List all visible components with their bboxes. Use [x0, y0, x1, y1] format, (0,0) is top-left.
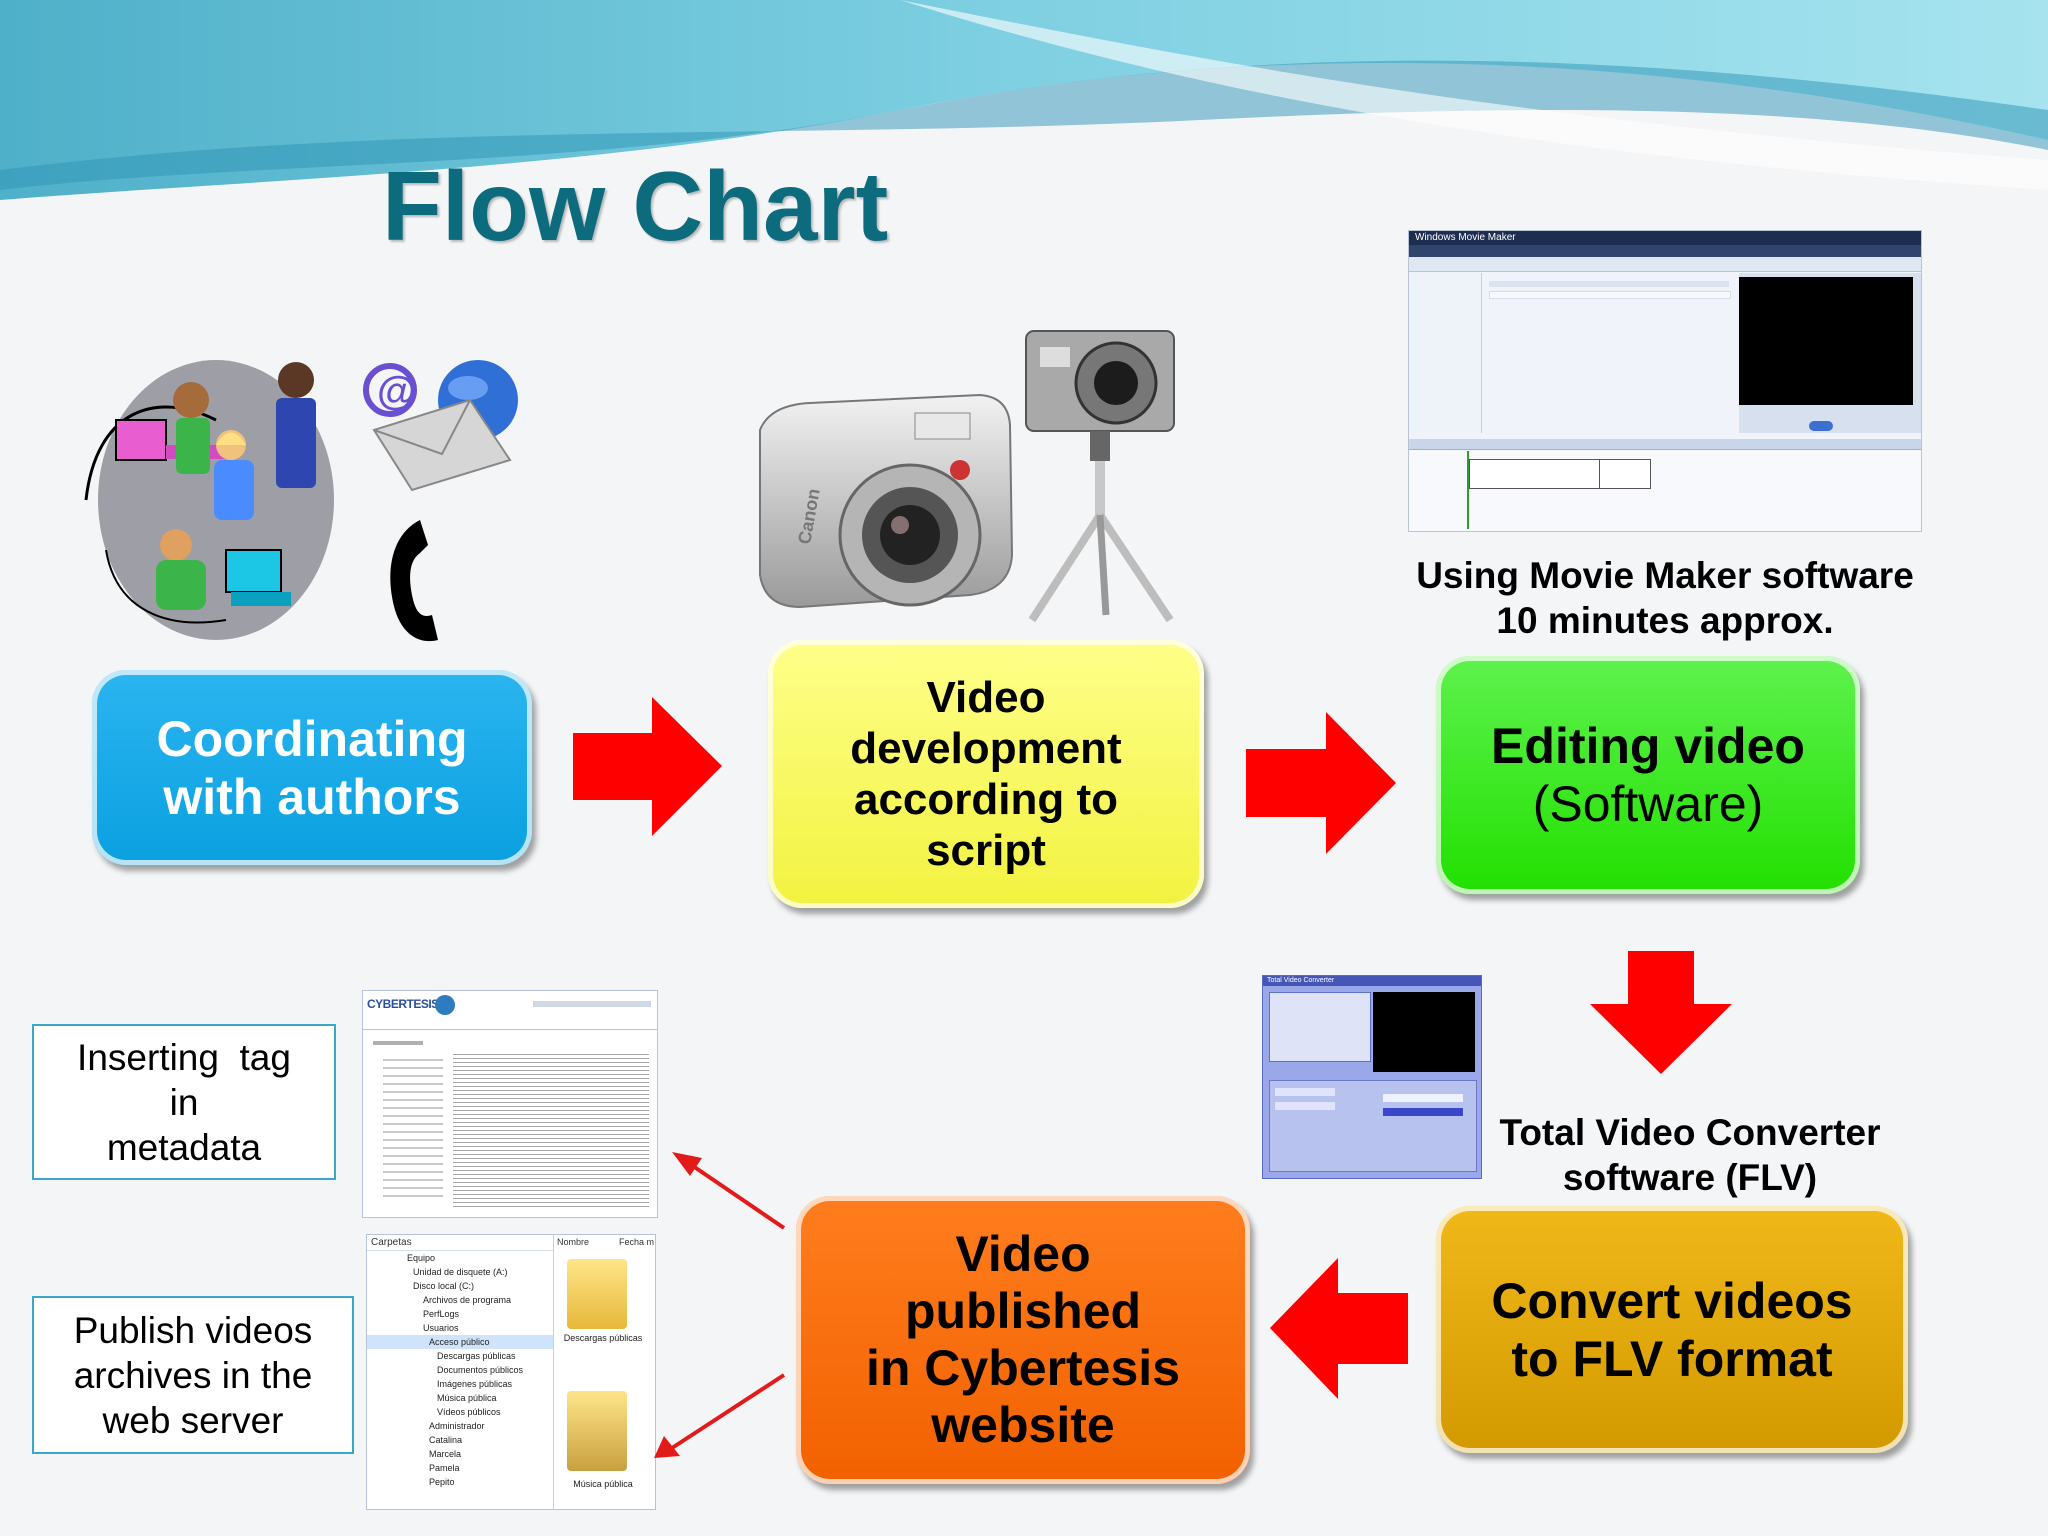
arrow-right-2	[1246, 712, 1396, 854]
column-header[interactable]: Nombre	[557, 1237, 590, 1247]
note-line: Inserting tag	[77, 1036, 291, 1078]
music-folder-icon[interactable]	[567, 1391, 627, 1471]
step-editing-video: Editing video(Software)	[1436, 656, 1860, 894]
step-label: Convert videos	[1491, 1272, 1853, 1329]
caption-line: 10 minutes approx.	[1496, 600, 1834, 641]
folder-label[interactable]: Música pública	[573, 1479, 633, 1489]
arrow-to-metadata	[688, 1162, 786, 1230]
tree-item[interactable]: Unidad de disquete (A:)	[413, 1267, 508, 1277]
tree-header: Carpetas	[367, 1235, 553, 1251]
converter-screenshot: Total Video Converter	[1262, 975, 1482, 1179]
caption-line: Total Video Converter	[1499, 1112, 1881, 1153]
tree-item[interactable]: Catalina	[429, 1435, 463, 1445]
tripod-camera-icon	[1025, 330, 1175, 623]
tree-item[interactable]: Administrador	[429, 1421, 485, 1431]
step-label: in Cybertesis	[865, 1340, 1180, 1396]
tree-item[interactable]: Documentos públicos	[437, 1365, 524, 1375]
converter-caption: Total Video Converter software (FLV)	[1440, 1110, 1940, 1200]
cybertesis-logo: CYBERTESIS	[367, 997, 439, 1011]
tree-item[interactable]: Usuarios	[423, 1323, 459, 1333]
step-label: to FLV format	[1511, 1330, 1833, 1387]
step-sublabel: (Software)	[1532, 776, 1764, 832]
arrow-to-server	[670, 1373, 786, 1450]
tree-item[interactable]: Pamela	[429, 1463, 460, 1473]
caption-line: software (FLV)	[1562, 1157, 1818, 1198]
tree-item[interactable]: Vídeos públicos	[437, 1407, 501, 1417]
step-label: published	[904, 1283, 1142, 1339]
tree-item[interactable]: Marcela	[429, 1449, 462, 1459]
window-title: Total Video Converter	[1263, 976, 1481, 986]
tree-item[interactable]: PerfLogs	[423, 1309, 460, 1319]
explorer-screenshot: Carpetas Equipo Unidad de disquete (A:) …	[366, 1234, 656, 1510]
step-label: Video	[955, 1226, 1091, 1282]
tree-item-selected[interactable]: Acceso público	[367, 1335, 553, 1349]
step-label: Video	[926, 673, 1046, 722]
tree-item[interactable]: Equipo	[407, 1253, 436, 1263]
email-icon: @	[363, 360, 518, 492]
arrow-left	[1270, 1258, 1408, 1399]
svg-text:@: @	[377, 369, 416, 413]
camera-icon: Canon	[759, 393, 1014, 609]
cybertesis-metadata-screenshot: CYBERTESIS	[362, 990, 658, 1218]
movie-maker-screenshot: Windows Movie Maker	[1408, 230, 1922, 532]
movie-maker-caption: Using Movie Maker software 10 minutes ap…	[1380, 553, 1950, 643]
folder-icon[interactable]	[567, 1259, 627, 1329]
note-line: archives in the	[73, 1354, 313, 1396]
tree-item[interactable]: Disco local (C:)	[413, 1281, 475, 1291]
window-title: Windows Movie Maker	[1409, 231, 1921, 245]
note-line: metadata	[106, 1126, 262, 1168]
arrow-right-1	[573, 697, 722, 836]
step-label: website	[931, 1397, 1115, 1453]
caption-line: Using Movie Maker software	[1416, 555, 1914, 596]
column-header[interactable]: Fecha m	[619, 1237, 655, 1247]
step-label: development	[850, 724, 1122, 773]
team-clipart	[84, 360, 334, 640]
note-line: web server	[102, 1399, 284, 1441]
folder-label[interactable]: Descargas públicas	[563, 1333, 643, 1343]
tree-item[interactable]: Descargas públicas	[437, 1351, 516, 1361]
tree-item[interactable]: Pepito	[429, 1477, 455, 1487]
step-label: with authors	[163, 768, 461, 825]
tree-item[interactable]: Música pública	[437, 1393, 497, 1403]
note-line: in	[169, 1081, 199, 1123]
page-title: Flow Chart	[382, 151, 889, 261]
note-line: Publish videos	[73, 1309, 313, 1351]
tree-item[interactable]: Imágenes públicas	[437, 1379, 513, 1389]
phone-icon	[390, 520, 438, 642]
step-label: script	[926, 826, 1046, 875]
tree-item[interactable]: Archivos de programa	[423, 1295, 512, 1305]
arrow-down	[1590, 951, 1732, 1074]
header-wave	[0, 0, 2048, 200]
step-label: Coordinating	[156, 710, 468, 767]
step-label: Editing video	[1491, 718, 1805, 774]
step-label: according to	[853, 775, 1118, 824]
